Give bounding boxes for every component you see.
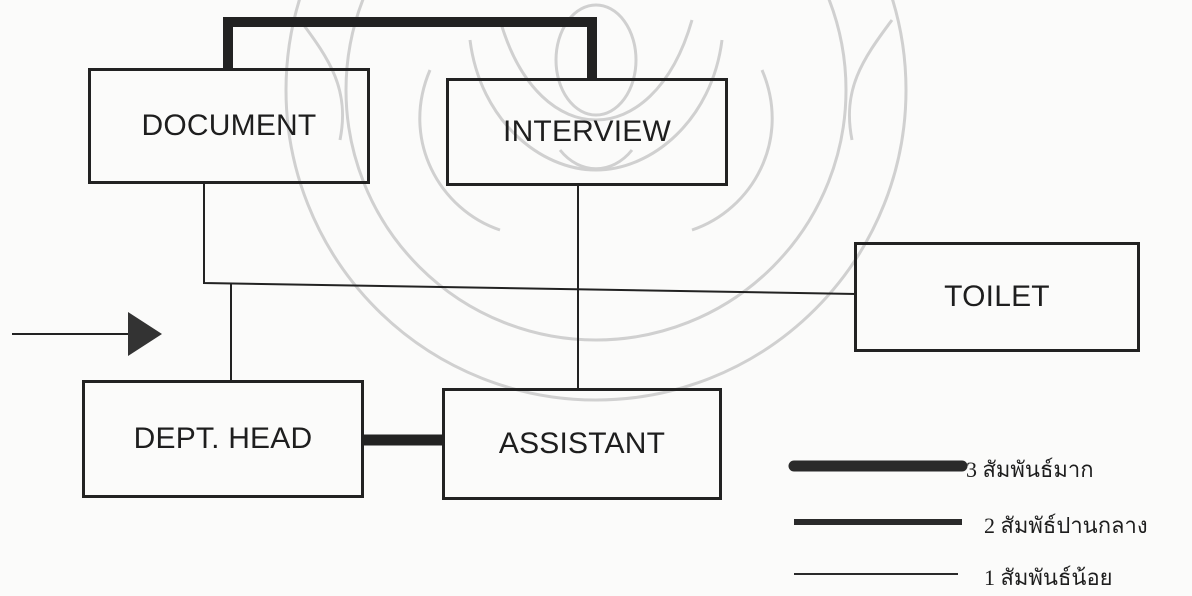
legend-label-medium: 2 สัมพัธ์ปานกลาง — [984, 513, 1148, 538]
room-interview: INTERVIEW — [446, 78, 728, 186]
room-interview-label: INTERVIEW — [503, 115, 671, 148]
relation-line-document-interview — [223, 17, 597, 78]
relation-line-document-toilet — [203, 183, 857, 295]
room-document: DOCUMENT — [88, 68, 370, 184]
room-dept-head: DEPT. HEAD — [82, 380, 364, 498]
room-toilet: TOILET — [854, 242, 1140, 352]
legend-label-strong: 3 สัมพันธ์มาก — [966, 457, 1094, 482]
legend-label-weak: 1 สัมพันธ์น้อย — [984, 565, 1113, 590]
entrance-arrow-icon — [12, 312, 162, 356]
room-assistant-label: ASSISTANT — [498, 427, 666, 460]
room-toilet-label: TOILET — [944, 280, 1050, 313]
room-document-label: DOCUMENT — [141, 109, 317, 142]
room-assistant: ASSISTANT — [442, 388, 722, 500]
room-dept-head-label: DEPT. HEAD — [133, 422, 313, 455]
